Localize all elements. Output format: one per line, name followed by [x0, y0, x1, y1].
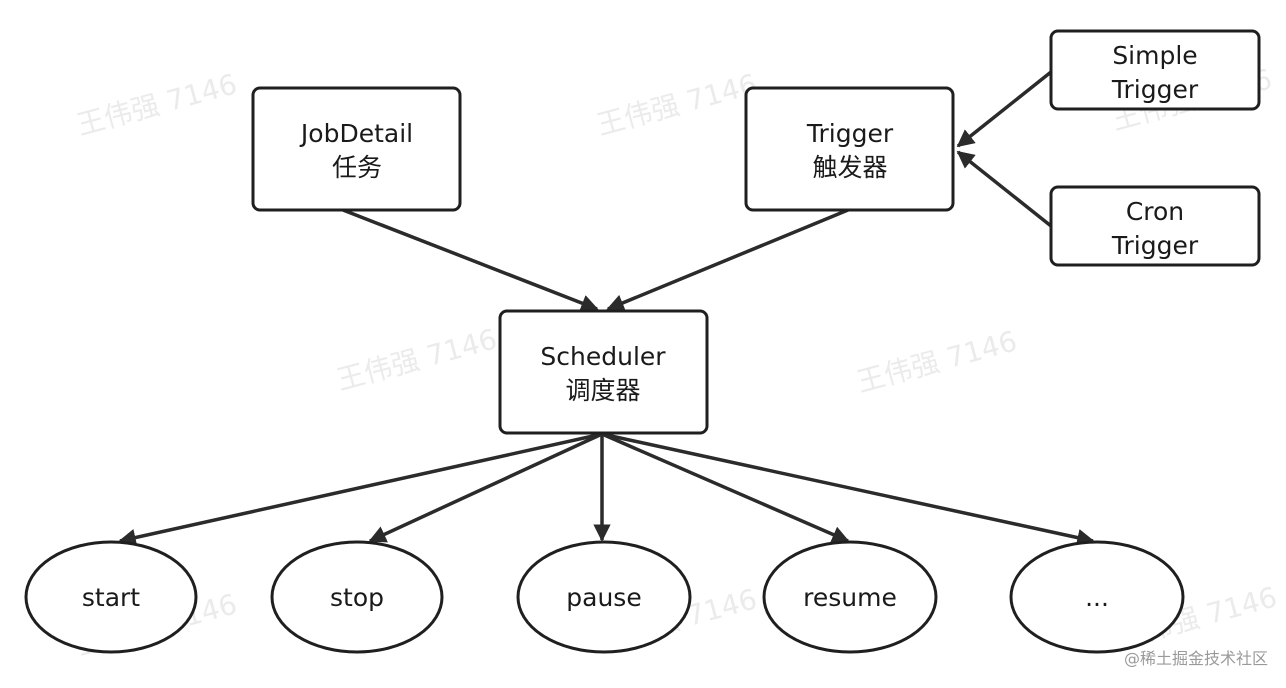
edge-simple-to-trigger — [956, 70, 1053, 148]
node-start: start — [24, 540, 198, 654]
node-box — [498, 309, 709, 435]
node-jobdetail: JobDetail 任务 — [251, 86, 462, 212]
node-sublabel: Trigger — [1111, 231, 1199, 260]
node-pause: pause — [516, 540, 692, 654]
watermark: 王伟强 7146 — [73, 67, 240, 141]
watermark: 王伟强 7146 — [333, 322, 500, 396]
node-label: Simple — [1112, 41, 1197, 70]
node-sublabel: 触发器 — [812, 153, 887, 182]
node-resume: resume — [762, 540, 938, 654]
edge-scheduler-to-more — [601, 432, 1095, 547]
node-scheduler: Scheduler 调度器 — [498, 309, 709, 435]
node-ellipse — [762, 540, 938, 654]
node-box — [1049, 185, 1261, 267]
node-label: Scheduler — [540, 342, 666, 371]
edge-trigger-to-scheduler — [606, 208, 849, 312]
node-simple-trigger: Simple Trigger — [1049, 29, 1261, 111]
node-cron-trigger: Cron Trigger — [1049, 185, 1261, 267]
node-label: pause — [566, 583, 641, 612]
node-label: Trigger — [806, 119, 894, 148]
node-ellipse — [1009, 540, 1185, 654]
watermark: 王伟强 7146 — [593, 67, 760, 141]
edge-scheduler-to-start — [118, 432, 603, 547]
node-label: stop — [330, 583, 384, 612]
node-label: JobDetail — [299, 119, 413, 148]
node-box — [1049, 29, 1261, 111]
node-more: ... — [1009, 540, 1185, 654]
edge-layer — [118, 70, 1095, 547]
node-label: Cron — [1126, 197, 1184, 226]
node-sublabel: 调度器 — [565, 376, 640, 405]
node-label: ... — [1085, 583, 1109, 612]
watermark: 王伟强 7146 — [853, 324, 1020, 398]
edge-jobdetail-to-scheduler — [342, 208, 599, 312]
edge-scheduler-to-stop — [368, 432, 603, 543]
edge-scheduler-to-resume — [601, 432, 850, 543]
node-sublabel: 任务 — [332, 153, 382, 182]
node-ellipse — [516, 540, 692, 654]
node-trigger: Trigger 触发器 — [744, 86, 955, 212]
node-sublabel: Trigger — [1111, 75, 1199, 104]
node-ellipse — [270, 540, 444, 654]
edge-cron-to-trigger — [956, 150, 1053, 228]
node-label: start — [82, 583, 140, 612]
node-label: resume — [803, 583, 897, 612]
node-ellipse — [24, 540, 198, 654]
node-stop: stop — [270, 540, 444, 654]
credit-text: @稀土掘金技术社区 — [1124, 649, 1268, 668]
node-box — [744, 86, 955, 212]
node-box — [251, 86, 462, 212]
